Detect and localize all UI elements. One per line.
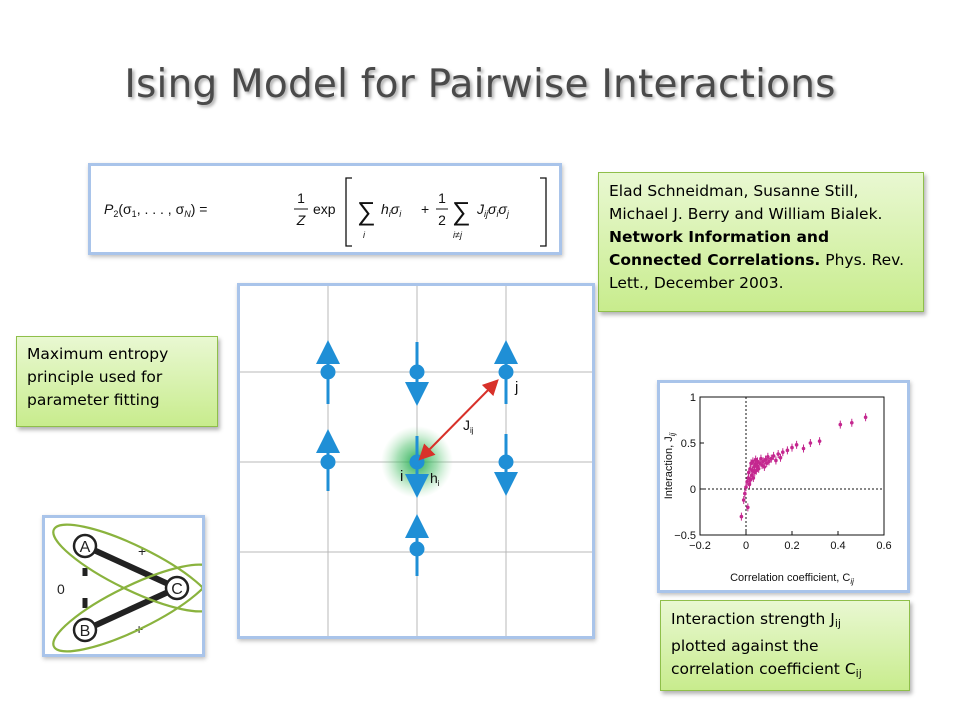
data-point xyxy=(781,450,785,454)
interaction-note: Interaction strength Jij plotted against… xyxy=(660,600,910,691)
spin-up xyxy=(320,364,336,380)
citation-journal: Phys. Rev. Lett., December 2003. xyxy=(609,251,905,292)
y-tick-label: 0.5 xyxy=(681,438,696,450)
node-a xyxy=(72,533,98,559)
svg-text:2: 2 xyxy=(438,212,446,228)
x-tick-label: 0.2 xyxy=(784,540,799,552)
coupling-arrow xyxy=(418,379,499,461)
data-point xyxy=(790,445,794,450)
data-point xyxy=(850,420,854,425)
scatter-chart: −0.2 0 0.2 0.4 0.6 −0.5 0 0.5 1 Correlation coe… xyxy=(663,392,892,586)
svg-text:hiσi: hiσi xyxy=(381,201,402,219)
data-point xyxy=(769,456,774,461)
x-tick-label: −0.2 xyxy=(689,540,711,552)
svg-text:1: 1 xyxy=(438,190,446,206)
citation-note: Elad Schneidman, Susanne Still, Michael … xyxy=(598,172,924,312)
svg-text:B: B xyxy=(80,623,91,640)
data-point xyxy=(776,452,780,456)
citation-authors: Elad Schneidman, Susanne Still, Michael … xyxy=(609,182,883,223)
data-point xyxy=(801,446,806,451)
spin-down xyxy=(498,454,514,470)
data-point xyxy=(838,422,843,427)
label-Jij: Jij xyxy=(463,417,474,435)
max-entropy-note: Maximum entropy principle used for param… xyxy=(16,336,218,427)
x-tick-label: 0.6 xyxy=(876,540,891,552)
svg-text:P2(σ1, . . . , σN) =: P2(σ1, . . . , σN) = xyxy=(104,201,207,219)
edge-ab-sign: 0 xyxy=(57,581,65,597)
interaction-line2: plotted against the xyxy=(671,637,819,655)
data-point xyxy=(778,455,783,460)
data-point xyxy=(762,465,767,469)
data-point xyxy=(771,454,776,458)
svg-text:A: A xyxy=(80,539,91,556)
spin-up xyxy=(320,454,336,470)
equation-box: P2(σ1, . . . , σN) = 1 Z exp ∑ i hiσi + … xyxy=(88,163,562,255)
svg-text:Z: Z xyxy=(296,212,306,228)
lattice-diagram-box: j Jij i hi xyxy=(237,283,595,639)
svg-text:+: + xyxy=(421,201,429,217)
interaction-line3: correlation coefficient Cij xyxy=(671,660,862,680)
y-tick-label: −0.5 xyxy=(674,530,696,542)
node-b xyxy=(72,617,98,643)
y-tick-label: 1 xyxy=(690,392,696,404)
svg-text:exp: exp xyxy=(313,201,336,217)
citation-paper: Network Information and Connected Correl… xyxy=(609,228,830,269)
spin-down xyxy=(409,364,425,380)
data-point xyxy=(817,439,822,443)
equation-formula: P2(σ1, . . . , σN) = 1 Z exp ∑ i hiσi + … xyxy=(104,177,547,247)
lattice-diagram: j Jij i hi xyxy=(240,286,592,636)
interaction-line1: Interaction strength Jij xyxy=(671,610,841,630)
plot-frame xyxy=(699,396,885,536)
edge-ac-sign: + xyxy=(138,543,146,559)
svg-text:∑: ∑ xyxy=(452,196,471,226)
node-c xyxy=(164,575,190,601)
max-entropy-text: Maximum entropy principle used for param… xyxy=(27,345,169,409)
spin-up xyxy=(409,541,425,557)
svg-text:∑: ∑ xyxy=(357,196,376,226)
data-point xyxy=(759,456,763,461)
label-j: j xyxy=(514,379,518,396)
svg-text:1: 1 xyxy=(297,190,305,206)
y-axis-label: Interaction, Jij xyxy=(663,433,677,500)
slide-title: Ising Model for Pairwise Interactions xyxy=(124,62,836,107)
x-tick-label: 0.4 xyxy=(830,540,845,552)
y-tick-label: 0 xyxy=(690,484,696,496)
data-point xyxy=(746,505,750,510)
x-axis-label: Correlation coefficient, Cij xyxy=(730,572,854,586)
data-point xyxy=(863,415,868,420)
svg-text:Jijσiσj: Jijσiσj xyxy=(476,201,510,219)
scatter-chart-box: −0.2 0 0.2 0.4 0.6 −0.5 0 0.5 1 Correlation coe… xyxy=(657,380,910,593)
svg-text:i≠j: i≠j xyxy=(453,230,463,240)
spin-i xyxy=(409,454,425,470)
svg-text:i: i xyxy=(363,230,366,240)
triangle-diagram: A B C + + 0 xyxy=(52,523,214,653)
data-point xyxy=(767,459,771,464)
data-point xyxy=(785,448,790,453)
data-point xyxy=(774,458,778,463)
triangle-diagram-box: A B C + + 0 xyxy=(42,515,214,657)
spin-j xyxy=(498,364,514,380)
data-point xyxy=(756,466,761,471)
data-point xyxy=(808,441,813,445)
data-point xyxy=(739,514,744,519)
data-point xyxy=(741,498,746,502)
label-hi: hi xyxy=(430,470,440,488)
data-point xyxy=(744,485,748,489)
data-point xyxy=(794,443,799,447)
data-point xyxy=(751,459,755,464)
svg-text:C: C xyxy=(171,581,183,598)
data-point xyxy=(743,491,747,496)
x-tick-label: 0 xyxy=(743,540,749,552)
label-i: i xyxy=(400,468,403,485)
eq-lhs: P xyxy=(104,201,114,217)
data-point xyxy=(751,476,756,480)
